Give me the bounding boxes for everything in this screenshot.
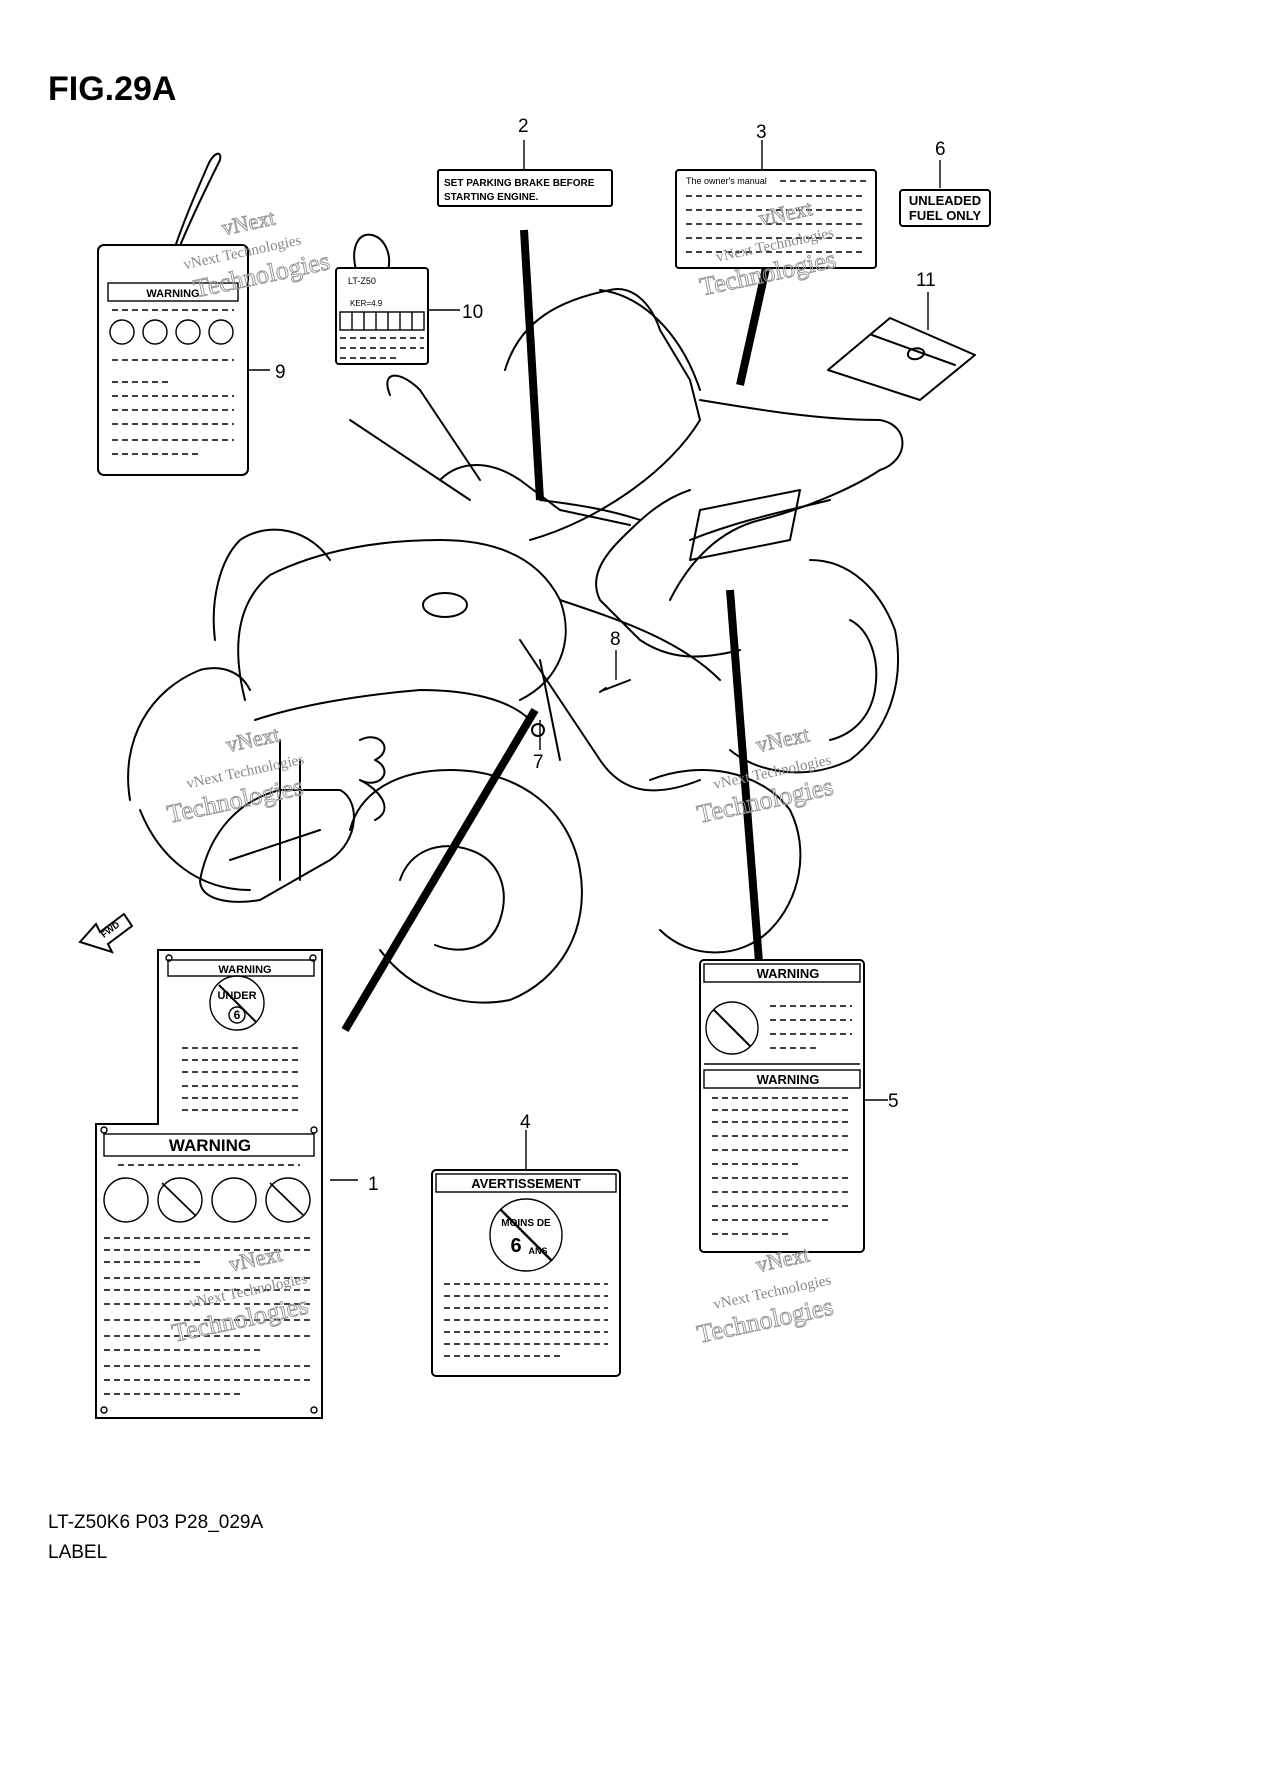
rear-warning-header-top: WARNING [757,966,820,981]
label-parking-brake: SET PARKING BRAKE BEFORE STARTING ENGINE… [437,169,613,207]
front-warning-label: WARNING UNDER 6 WARNING [95,949,323,1419]
avertissement-label: AVERTISSEMENT MOINS DE 6 ANS [431,1169,621,1377]
tag-label-header: WARNING [146,288,199,300]
avertissement-header: AVERTISSEMENT [471,1176,581,1191]
watermark-mid-left: vNext Technologies vNext Technologies [164,721,306,829]
leader-lines [248,140,941,1181]
callout-11: 11 [916,270,936,291]
atv-outline [127,288,904,1004]
callout-2: 2 [518,116,529,137]
fwd-arrow-icon: FWD [78,912,134,954]
watermark-text: vNext [754,721,812,757]
parking-label-line2: STARTING ENGINE. [444,192,538,203]
fuel-label-line2: FUEL ONLY [909,208,982,223]
under-text: UNDER [217,990,256,1002]
callout-10: 10 [462,302,483,323]
figure-caption: LABEL [48,1542,107,1563]
rear-warning-label: WARNING WARNING [699,959,865,1253]
ans-text: ANS [528,1246,547,1256]
label-unleaded-fuel: UNLEADED FUEL ONLY [899,189,991,227]
spec-tag-line1: LT-Z50 [348,276,376,286]
callout-8: 8 [610,629,621,650]
parking-label-line1: SET PARKING BRAKE BEFORE [444,178,595,189]
warning-hang-tag: WARNING [97,152,249,476]
callout-7: 7 [533,752,544,773]
rear-warning-header-bottom: WARNING [757,1072,820,1087]
plug-part-8 [599,679,631,693]
callout-1: 1 [368,1174,379,1195]
callout-4: 4 [520,1112,531,1133]
moins-de-text: MOINS DE [501,1218,551,1229]
label-owners-manual: The owner's manual [675,169,877,269]
watermark-text: vNext [224,721,282,757]
watermark-text: vNext [219,205,277,241]
callout-numbers: 1 2 3 4 5 6 7 8 9 10 11 [275,116,946,1195]
under-number: 6 [234,1008,241,1022]
callout-5: 5 [888,1091,899,1112]
spec-tag-line2: KER=4.9 [350,299,383,308]
moins-de-number: 6 [510,1235,521,1257]
owners-manual-booklet [827,317,976,401]
callout-3: 3 [756,122,767,143]
figure-title: FIG.29A [48,70,176,108]
manual-label-header: The owner's manual [686,176,767,186]
grommet-part-7 [531,723,545,737]
watermark-mid-right: vNext Technologies vNext Technologies [694,721,836,829]
watermark-low-right: vNext Technologies vNext Technologies [694,1241,836,1349]
callout-9: 9 [275,362,286,383]
front-warning-header-top: WARNING [218,964,271,976]
spec-tag: LT-Z50 KER=4.9 [335,233,429,365]
callout-6: 6 [935,139,946,160]
fuel-label-line1: UNLEADED [909,193,981,208]
front-warning-header-main: WARNING [169,1136,251,1155]
model-code: LT-Z50K6 P03 P28_029A [48,1512,263,1533]
